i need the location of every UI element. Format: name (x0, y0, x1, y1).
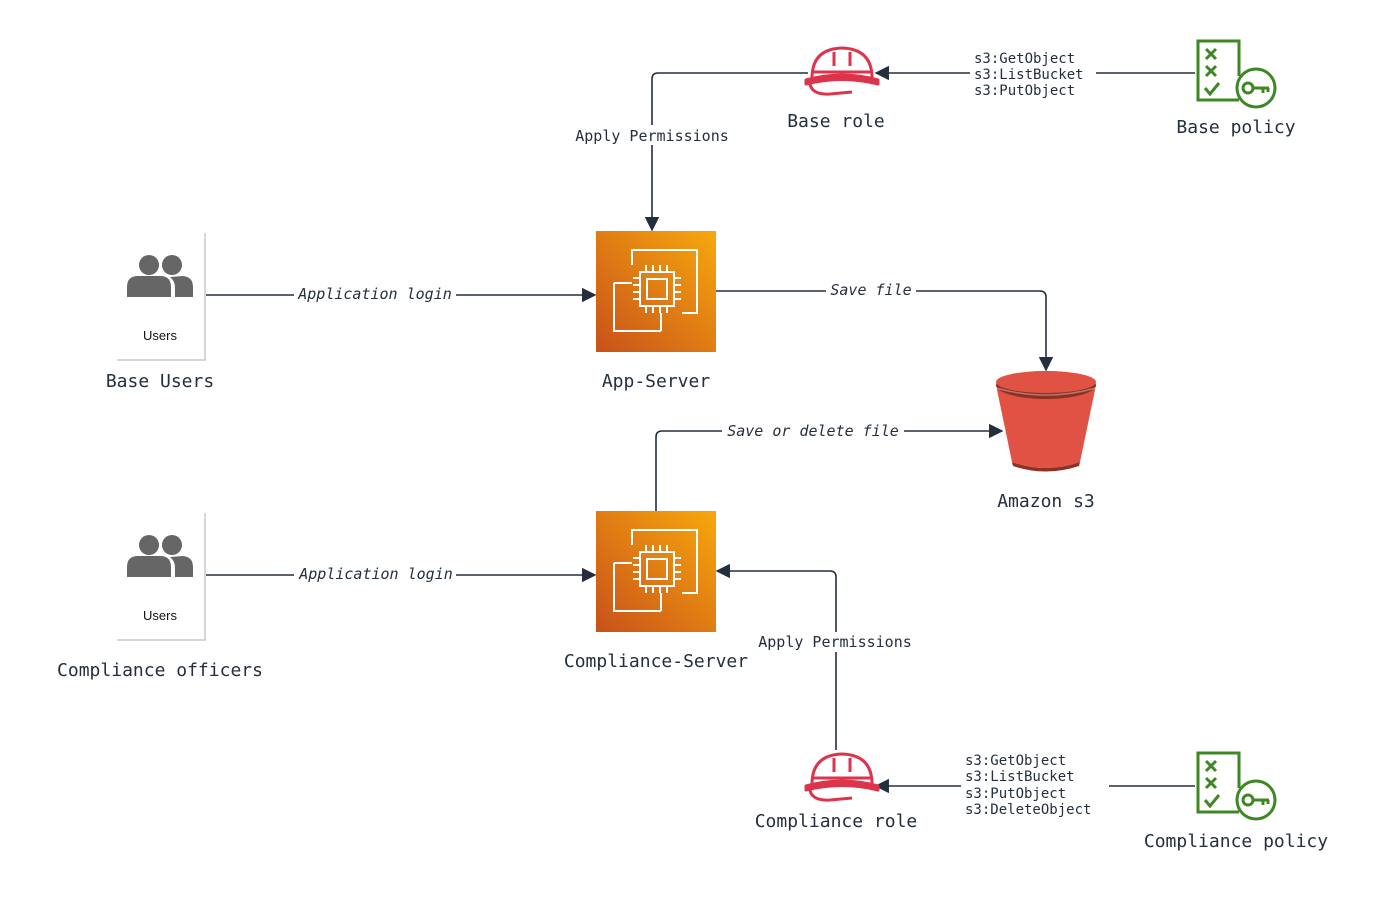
compliance-permission: s3:DeleteObject (965, 802, 1091, 818)
base-users-label: Base Users (106, 371, 214, 392)
compliance-policy-node (1196, 751, 1277, 821)
compliance-permission: s3:ListBucket (965, 769, 1075, 785)
edge-label-base-apply: Apply Permissions (575, 127, 729, 145)
amazon-s3-node (995, 371, 1097, 472)
edge-label-compliance-save: Save or delete file (727, 422, 899, 440)
edge-label-compliance-apply: Apply Permissions (758, 633, 912, 651)
iam-role-hard-hat-icon (804, 752, 880, 802)
base-policy-permissions: s3:GetObject s3:ListBucket s3:PutObject (974, 51, 1084, 99)
base-users-node: Users (117, 233, 206, 362)
base-policy-node (1196, 39, 1277, 109)
base-role-label: Base role (787, 111, 885, 132)
compliance-permission: s3:PutObject (965, 786, 1066, 802)
edge-base-apply (644, 72, 808, 232)
compliance-officers-node: Users (117, 513, 206, 642)
compliance-policy-permissions: s3:GetObject s3:ListBucket s3:PutObject … (965, 753, 1091, 818)
base-role-node (804, 46, 880, 96)
users-icon (127, 535, 193, 577)
edge-app-save (716, 290, 1054, 372)
amazon-s3-label: Amazon s3 (997, 491, 1095, 512)
base-permission: s3:GetObject (974, 51, 1075, 67)
compliance-policy-label: Compliance policy (1144, 831, 1328, 852)
users-card-caption: Users (143, 328, 177, 343)
compliance-officers-label: Compliance officers (57, 660, 263, 681)
iam-role-hard-hat-icon (804, 46, 880, 96)
base-permission: s3:ListBucket (974, 67, 1084, 83)
users-icon (127, 255, 193, 297)
iam-policy-icon (1196, 39, 1277, 109)
edge-label-base-login: Application login (297, 285, 452, 303)
compliance-role-node (804, 752, 880, 802)
users-card-caption: Users (143, 608, 177, 623)
edge-compliance-save (655, 423, 1004, 511)
iam-policy-icon (1196, 751, 1277, 821)
app-server-label: App-Server (602, 371, 711, 392)
compliance-role-label: Compliance role (755, 811, 918, 832)
edge-label-compliance-login: Application login (298, 565, 453, 583)
compliance-server-label: Compliance-Server (564, 651, 748, 672)
base-policy-label: Base policy (1176, 117, 1295, 138)
base-permission: s3:PutObject (974, 83, 1075, 99)
edge-compliance-apply (715, 563, 837, 750)
app-server-node (596, 231, 716, 352)
ec2-instance-icon (613, 529, 698, 612)
ec2-instance-icon (613, 249, 698, 332)
edge-label-app-save: Save file (830, 281, 911, 299)
compliance-permission: s3:GetObject (965, 753, 1066, 769)
s3-bucket-icon (995, 371, 1097, 472)
compliance-server-node (596, 511, 716, 632)
